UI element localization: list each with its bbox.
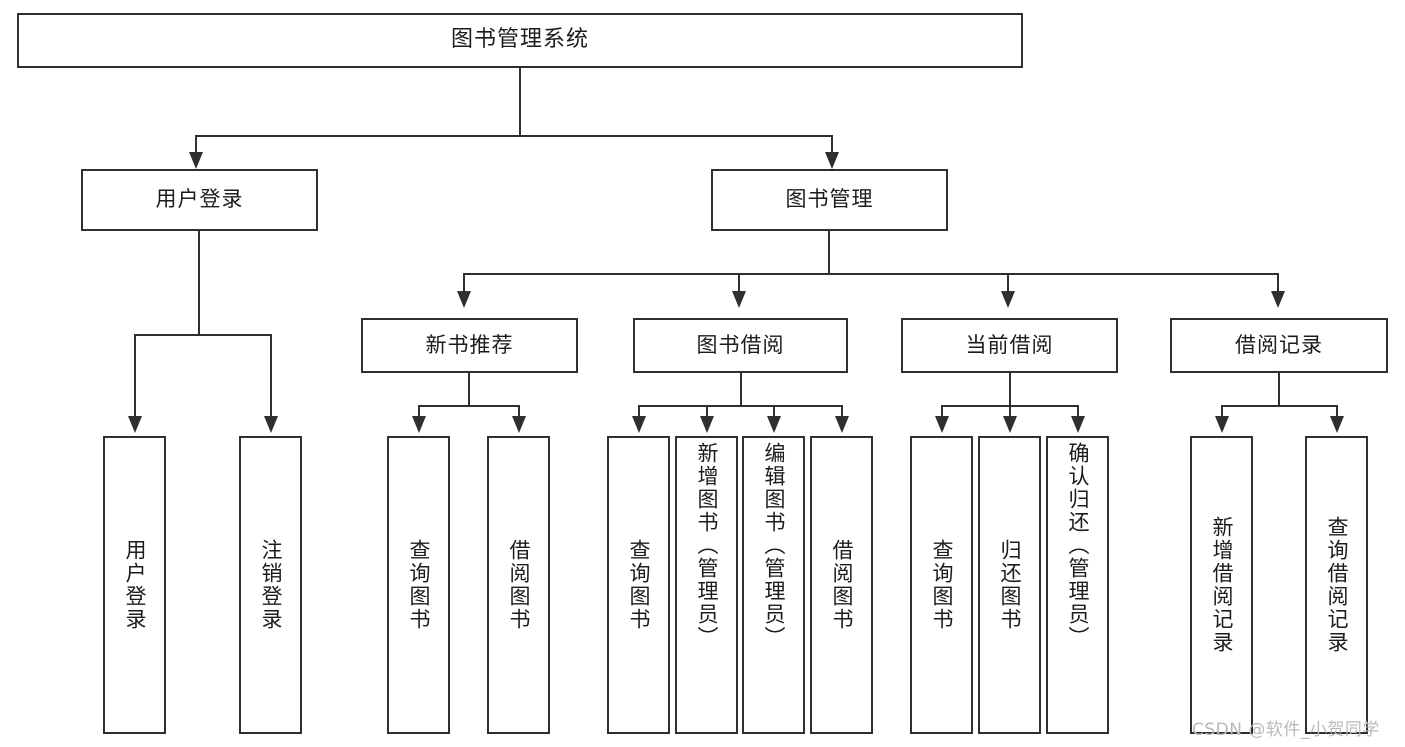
- connector-borrowrecord-bus: [1221, 405, 1336, 407]
- leaf-borrow-book-recommend[interactable]: 借阅图书: [487, 436, 550, 734]
- node-label: 借阅图书: [506, 539, 531, 631]
- leaf-query-book-borrow[interactable]: 查询图书: [607, 436, 670, 734]
- connector-root-drop-0: [195, 135, 197, 155]
- connector-currentborrow-drop-2: [1077, 405, 1079, 419]
- node-new-book-recommend[interactable]: 新书推荐: [361, 318, 578, 373]
- leaf-logout[interactable]: 注销登录: [239, 436, 302, 734]
- node-label: 查询图书: [626, 539, 651, 631]
- arrow-icon: [264, 416, 278, 433]
- node-label: 借阅图书: [829, 539, 854, 631]
- connector-root-stem: [519, 68, 521, 135]
- connector-userlogin-bus: [134, 334, 270, 336]
- connector-bookmgmt-drop-3: [1277, 273, 1279, 293]
- node-book-borrow[interactable]: 图书借阅: [633, 318, 848, 373]
- node-label: 新书推荐: [425, 332, 514, 357]
- connector-bookmgmt-drop-1: [738, 273, 740, 293]
- connector-borrowrecord-stem: [1278, 373, 1280, 407]
- leaf-query-book-current[interactable]: 查询图书: [910, 436, 973, 734]
- connector-bookmgmt-bus: [463, 273, 1278, 275]
- arrow-icon: [128, 416, 142, 433]
- connector-userlogin-stem: [198, 231, 200, 335]
- node-label: 用户登录: [122, 539, 147, 631]
- node-user-login[interactable]: 用户登录: [81, 169, 318, 231]
- node-label: 图书管理: [785, 187, 874, 212]
- connector-bookborrow-drop-3: [841, 405, 843, 419]
- arrow-icon: [1330, 416, 1344, 433]
- connector-bookborrow-drop-1: [706, 405, 708, 419]
- leaf-add-borrow-record[interactable]: 新增借阅记录: [1190, 436, 1253, 734]
- connector-bookmgmt-stem: [828, 231, 830, 275]
- connector-bookmgmt-drop-0: [463, 273, 465, 293]
- arrow-icon: [457, 291, 471, 308]
- node-current-borrow[interactable]: 当前借阅: [901, 318, 1118, 373]
- node-label: 查询借阅记录: [1324, 516, 1349, 654]
- arrow-icon: [412, 416, 426, 433]
- arrow-icon: [700, 416, 714, 433]
- leaf-add-book-admin[interactable]: 新增图书（管理员）: [675, 436, 738, 734]
- connector-userlogin-drop-0: [134, 334, 136, 419]
- leaf-user-login[interactable]: 用户登录: [103, 436, 166, 734]
- connector-newbook-stem: [468, 373, 470, 407]
- node-label: 新增图书（管理员）: [694, 442, 719, 649]
- arrow-icon: [1001, 291, 1015, 308]
- node-label: 查询图书: [929, 539, 954, 631]
- connector-userlogin-drop-1: [270, 334, 272, 419]
- node-label: 当前借阅: [965, 332, 1054, 357]
- connector-bookborrow-drop-2: [773, 405, 775, 419]
- leaf-edit-book-admin[interactable]: 编辑图书（管理员）: [742, 436, 805, 734]
- connector-root-bus: [195, 135, 832, 137]
- node-label: 用户登录: [155, 187, 244, 212]
- connector-currentborrow-stem: [1009, 373, 1011, 407]
- connector-bookborrow-drop-0: [638, 405, 640, 419]
- arrow-icon: [512, 416, 526, 433]
- arrow-icon: [935, 416, 949, 433]
- node-borrow-record[interactable]: 借阅记录: [1170, 318, 1388, 373]
- node-label: 编辑图书（管理员）: [761, 442, 786, 649]
- node-label: 借阅记录: [1235, 332, 1323, 357]
- leaf-query-book-recommend[interactable]: 查询图书: [387, 436, 450, 734]
- connector-bookborrow-stem: [740, 373, 742, 407]
- arrow-icon: [189, 152, 203, 169]
- csdn-watermark: CSDN @软件_小贺同学: [1192, 720, 1380, 740]
- arrow-icon: [767, 416, 781, 433]
- connector-currentborrow-drop-1: [1009, 405, 1011, 419]
- node-label: 注销登录: [258, 539, 283, 631]
- node-label: 图书借阅: [696, 332, 785, 357]
- connector-borrowrecord-drop-1: [1336, 405, 1338, 419]
- connector-newbook-bus: [418, 405, 518, 407]
- node-label: 新增借阅记录: [1209, 516, 1234, 654]
- connector-newbook-drop-1: [518, 405, 520, 419]
- arrow-icon: [1215, 416, 1229, 433]
- node-label: 归还图书: [997, 539, 1022, 631]
- node-root-book-management-system[interactable]: 图书管理系统: [17, 13, 1023, 68]
- arrow-icon: [825, 152, 839, 169]
- connector-currentborrow-drop-0: [941, 405, 943, 419]
- connector-root-drop-1: [831, 135, 833, 155]
- node-label: 查询图书: [406, 539, 431, 631]
- leaf-borrow-book[interactable]: 借阅图书: [810, 436, 873, 734]
- connector-borrowrecord-drop-0: [1221, 405, 1223, 419]
- arrow-icon: [835, 416, 849, 433]
- connector-bookborrow-bus: [638, 405, 843, 407]
- leaf-confirm-return-admin[interactable]: 确认归还（管理员）: [1046, 436, 1109, 734]
- node-book-management[interactable]: 图书管理: [711, 169, 948, 231]
- arrow-icon: [1271, 291, 1285, 308]
- connector-newbook-drop-0: [418, 405, 420, 419]
- connector-bookmgmt-drop-2: [1007, 273, 1009, 293]
- leaf-return-book[interactable]: 归还图书: [978, 436, 1041, 734]
- arrow-icon: [1071, 416, 1085, 433]
- arrow-icon: [1003, 416, 1017, 433]
- arrow-icon: [632, 416, 646, 433]
- leaf-query-borrow-record[interactable]: 查询借阅记录: [1305, 436, 1368, 734]
- node-label: 图书管理系统: [450, 27, 589, 53]
- node-label: 确认归还（管理员）: [1065, 442, 1090, 649]
- arrow-icon: [732, 291, 746, 308]
